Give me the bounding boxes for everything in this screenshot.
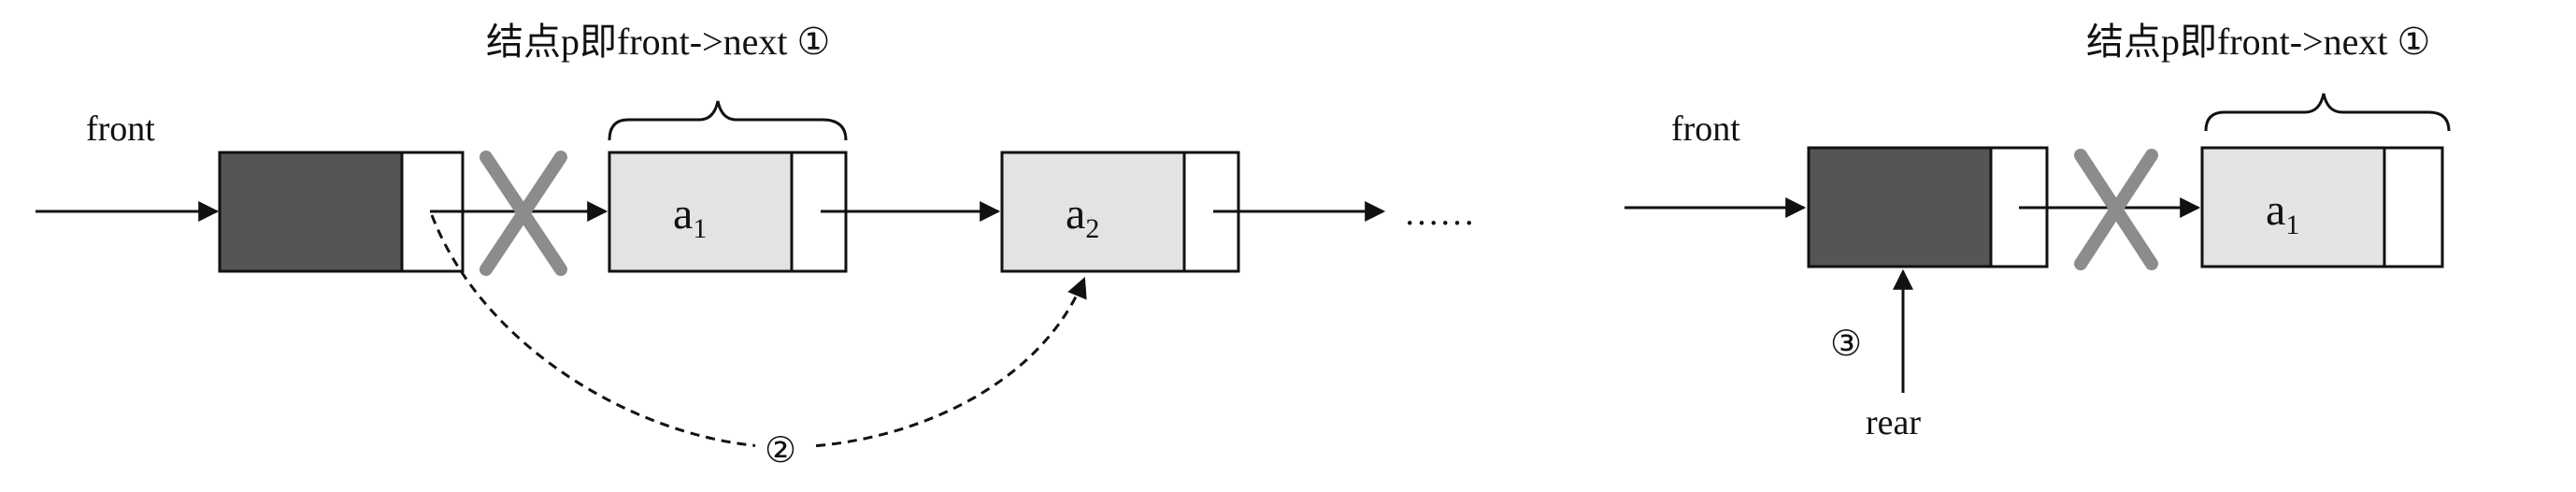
right-annotation: 结点p即front->next ① xyxy=(2086,21,2430,63)
right-head-data xyxy=(1807,146,1993,268)
right-brace xyxy=(2204,93,2451,132)
left-diagram: 结点p即front->next ① front a1 a2 xyxy=(36,21,1475,470)
left-step2-bg xyxy=(755,428,811,470)
left-node-a1: a1 xyxy=(608,151,848,273)
left-brace xyxy=(608,100,848,141)
left-ellipsis: …… xyxy=(1404,194,1475,233)
left-node-a2: a2 xyxy=(1000,151,1240,273)
right-rear-label: rear xyxy=(1866,403,1921,442)
right-cross-mark xyxy=(2074,149,2158,270)
right-head-node xyxy=(1807,146,2049,268)
left-a1-label: a1 xyxy=(673,189,707,244)
right-a1-data xyxy=(2200,146,2386,268)
right-front-label: front xyxy=(1671,109,1740,149)
right-step3-marker: ③ xyxy=(1830,325,1862,364)
left-a2-data xyxy=(1000,151,1186,273)
left-a2-label: a2 xyxy=(1066,189,1099,244)
left-head-node xyxy=(218,151,465,273)
left-annotation: 结点p即front->next ① xyxy=(486,21,830,63)
left-front-label: front xyxy=(86,109,155,149)
left-head-data xyxy=(218,151,404,273)
right-a1-next xyxy=(2383,146,2444,268)
right-diagram: 结点p即front->next ① front a1 rear ③ xyxy=(1624,21,2451,442)
left-step2-marker: ② xyxy=(765,431,796,470)
right-a1-label: a1 xyxy=(2266,185,2299,240)
right-node-a1: a1 xyxy=(2200,146,2444,268)
left-a1-data xyxy=(608,151,794,273)
left-cross-mark xyxy=(479,151,567,276)
